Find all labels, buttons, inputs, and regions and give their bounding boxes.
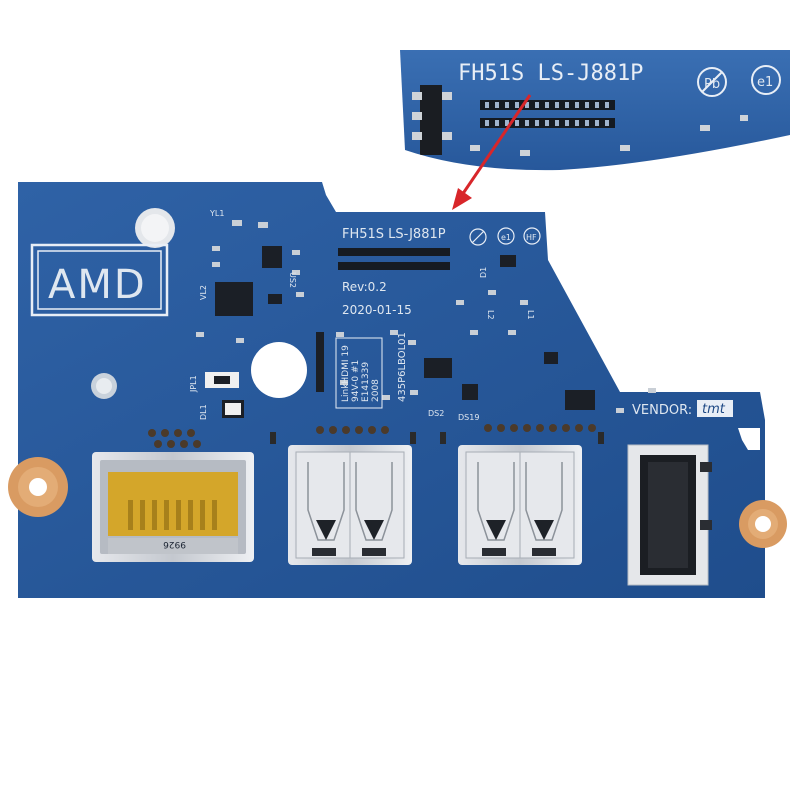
- refdes-d1: D1: [479, 267, 488, 278]
- refdes-l2: L2: [486, 310, 495, 320]
- part-code: 435P6LBOL01: [397, 332, 408, 402]
- refdes-ds2: DS2: [428, 409, 444, 418]
- right-screw-pad: [739, 500, 787, 548]
- date-label: 2020-01-15: [342, 303, 412, 317]
- refdes-yl1: YL1: [209, 209, 224, 218]
- card-reader-marking: 9926: [163, 539, 186, 549]
- hf-symbol: HF: [523, 227, 541, 245]
- inset-board-label: FH51S LS-J881P: [458, 61, 643, 86]
- ic-chip: [215, 282, 253, 316]
- svg-text:94V-0 #1: 94V-0 #1: [351, 360, 361, 402]
- refdes-vl2: VL2: [199, 285, 208, 300]
- svg-text:LinkHDMI 19: LinkHDMI 19: [341, 345, 351, 402]
- refdes-us2: US2: [288, 272, 297, 288]
- board-label: FH51S LS-J881P: [342, 227, 446, 242]
- svg-text:Pb: Pb: [704, 77, 720, 92]
- svg-text:HF: HF: [526, 233, 537, 242]
- inset-e1-symbol: e1: [751, 65, 781, 95]
- usb-port-1: [288, 445, 412, 565]
- refdes-l1: L1: [526, 310, 535, 320]
- pcb-board: AMD FH51S LS-J881P Rev:0.2 2020-01-15 e1…: [8, 182, 787, 598]
- svg-text:VENDOR:: VENDOR:: [632, 403, 692, 418]
- refdes-jpl1: JPL1: [189, 375, 198, 393]
- svg-text:E141339: E141339: [361, 362, 371, 402]
- sd-card-slot: 9926: [92, 452, 254, 562]
- mounting-hole: [251, 342, 307, 398]
- side-codes: LinkHDMI 19 94V-0 #1 E141339 2008: [341, 345, 381, 402]
- amd-logo: AMD: [30, 243, 169, 317]
- e1-symbol: e1: [497, 227, 515, 245]
- revision-label: Rev:0.2: [342, 280, 387, 294]
- left-screw-pad: [8, 457, 68, 517]
- usb-port-2: [458, 445, 582, 565]
- svg-text:e1: e1: [757, 75, 773, 90]
- pb-free-symbol: [469, 228, 487, 246]
- vendor-label: VENDOR: tmt: [632, 400, 733, 418]
- red-arrow: [452, 94, 532, 210]
- svg-text:2008: 2008: [371, 379, 381, 402]
- zoom-inset: Pb e1 FH51S LS-J881P: [400, 50, 790, 171]
- svg-text:e1: e1: [501, 233, 511, 242]
- svg-text:AMD: AMD: [48, 262, 147, 308]
- svg-text:tmt: tmt: [702, 402, 726, 417]
- audio-jack: [627, 444, 712, 586]
- inset-pb-free-symbol: Pb: [697, 67, 727, 97]
- refdes-dl1: DL1: [199, 404, 208, 420]
- refdes-ds19: DS19: [458, 413, 479, 422]
